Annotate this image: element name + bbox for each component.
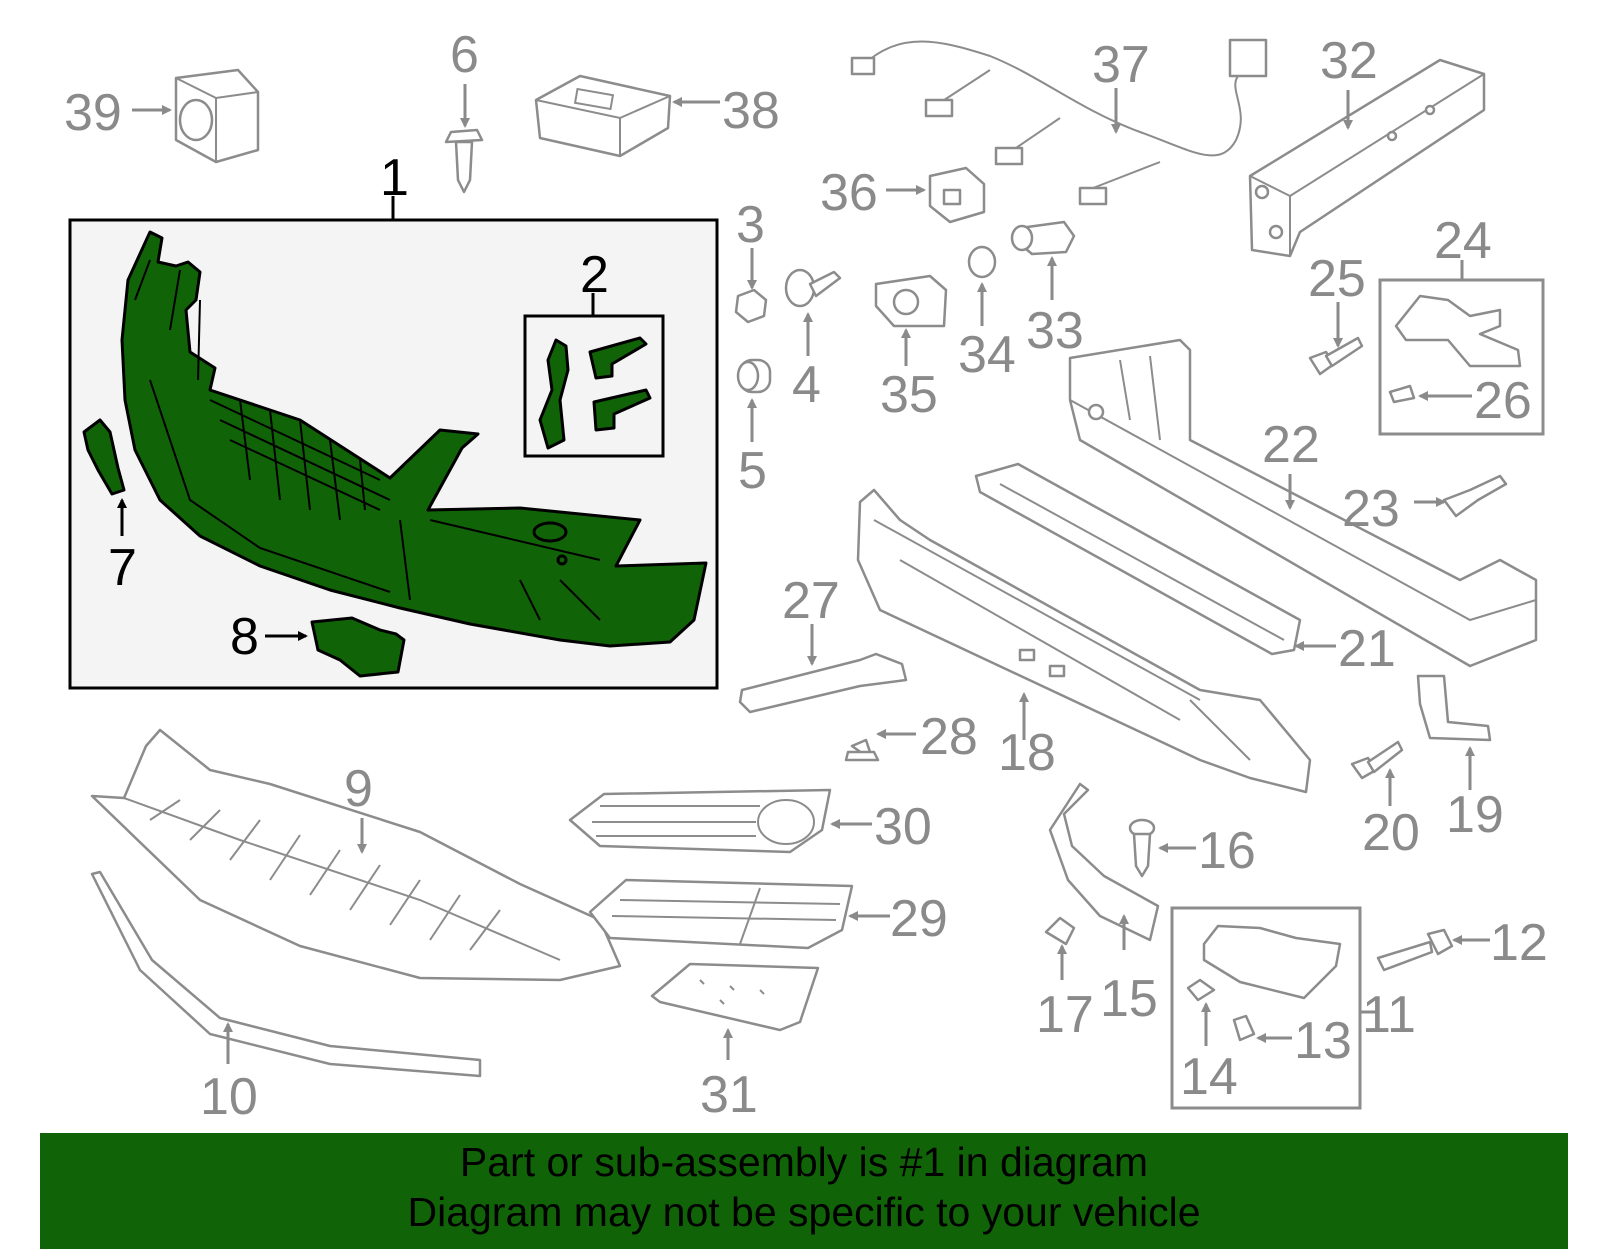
- part-36-connector[interactable]: [928, 166, 986, 224]
- part-9-grille[interactable]: [90, 728, 622, 982]
- callout-11[interactable]: 11: [1362, 986, 1416, 1044]
- callout-33[interactable]: 33: [1026, 302, 1084, 360]
- part-25-bolt[interactable]: [1308, 336, 1364, 376]
- callout-32[interactable]: 32: [1320, 32, 1378, 90]
- callout-8[interactable]: 8: [230, 608, 259, 666]
- part-31-cover[interactable]: [650, 962, 820, 1032]
- bracket-set[interactable]: [523, 314, 665, 458]
- callout-4[interactable]: 4: [792, 356, 821, 414]
- callout-38[interactable]: 38: [722, 82, 780, 140]
- callout-7[interactable]: 7: [108, 539, 137, 597]
- bumper-cover[interactable]: [120, 230, 708, 648]
- part-16-push-pin[interactable]: [1128, 818, 1156, 878]
- callout-36[interactable]: 36: [820, 164, 878, 222]
- callout-26[interactable]: 26: [1474, 372, 1532, 430]
- part-6-push-pin[interactable]: [444, 128, 484, 194]
- callout-24[interactable]: 24: [1434, 212, 1492, 270]
- callout-16[interactable]: 16: [1198, 822, 1256, 880]
- tow-hook-cover[interactable]: [310, 616, 406, 678]
- part-4-clip[interactable]: [784, 268, 842, 308]
- part-24-bracket-box[interactable]: [1378, 278, 1545, 436]
- callout-12[interactable]: 12: [1490, 914, 1548, 972]
- callout-28[interactable]: 28: [920, 708, 978, 766]
- part-38-module[interactable]: [534, 74, 672, 158]
- part-11-shield-box[interactable]: [1170, 906, 1362, 1110]
- callout-18[interactable]: 18: [998, 724, 1056, 782]
- callout-10[interactable]: 10: [200, 1068, 258, 1126]
- part-10-molding[interactable]: [90, 870, 482, 1078]
- callout-6[interactable]: 6: [450, 26, 479, 84]
- part-32-rail[interactable]: [1248, 58, 1486, 258]
- part-27-bracket[interactable]: [738, 652, 908, 714]
- callout-37[interactable]: 37: [1092, 36, 1150, 94]
- part-19-bracket[interactable]: [1416, 674, 1492, 742]
- banner-line-2: Diagram may not be specific to your vehi…: [407, 1189, 1201, 1235]
- part-30-fog-grille[interactable]: [568, 788, 832, 854]
- callout-34[interactable]: 34: [958, 326, 1016, 384]
- bumper-cover-assembly-group[interactable]: 1 2 7 8: [68, 149, 719, 690]
- part-28-push-pin[interactable]: [844, 738, 880, 762]
- banner-line-1: Part or sub-assembly is #1 in diagram: [459, 1139, 1149, 1185]
- part-18-reinforcement[interactable]: [856, 488, 1312, 794]
- part-22-impact-bar[interactable]: [1068, 338, 1538, 668]
- callout-1[interactable]: 1: [380, 149, 409, 207]
- callout-39[interactable]: 39: [64, 84, 122, 142]
- callout-5[interactable]: 5: [738, 442, 767, 500]
- callout-30[interactable]: 30: [874, 798, 932, 856]
- part-33-sensor[interactable]: [1010, 220, 1076, 256]
- callout-25[interactable]: 25: [1308, 250, 1366, 308]
- callout-3[interactable]: 3: [736, 196, 765, 254]
- callout-20[interactable]: 20: [1362, 804, 1420, 862]
- part-29-lower-grille[interactable]: [588, 878, 854, 950]
- callout-14[interactable]: 14: [1180, 1048, 1238, 1106]
- part-35-holder[interactable]: [874, 274, 948, 328]
- part-37-wiring-harness[interactable]: [850, 38, 1268, 206]
- part-17-clip[interactable]: [1044, 916, 1076, 946]
- part-34-grommet[interactable]: [967, 245, 997, 279]
- callout-23[interactable]: 23: [1342, 480, 1400, 538]
- callout-35[interactable]: 35: [880, 366, 938, 424]
- part-23-bolt[interactable]: [1442, 474, 1508, 518]
- callout-27[interactable]: 27: [782, 572, 840, 630]
- part-12-bolt[interactable]: [1376, 928, 1454, 972]
- part-3-nut[interactable]: [734, 288, 768, 324]
- part-5-spacer[interactable]: [736, 358, 772, 394]
- callout-29[interactable]: 29: [890, 890, 948, 948]
- callout-21[interactable]: 21: [1338, 620, 1396, 678]
- part-15-bracket[interactable]: [1048, 782, 1160, 942]
- callout-19[interactable]: 19: [1446, 786, 1504, 844]
- callout-31[interactable]: 31: [700, 1066, 758, 1124]
- callout-15[interactable]: 15: [1100, 970, 1158, 1028]
- callout-2[interactable]: 2: [580, 246, 609, 304]
- info-banner: Part or sub-assembly is #1 in diagram Di…: [40, 1133, 1568, 1249]
- callout-9[interactable]: 9: [344, 760, 373, 818]
- part-39-sensor[interactable]: [174, 68, 260, 164]
- side-trim-piece[interactable]: [82, 418, 126, 496]
- callout-13[interactable]: 13: [1294, 1012, 1352, 1070]
- part-20-bolt[interactable]: [1350, 740, 1404, 780]
- callout-17[interactable]: 17: [1036, 986, 1094, 1044]
- callout-22[interactable]: 22: [1262, 416, 1320, 474]
